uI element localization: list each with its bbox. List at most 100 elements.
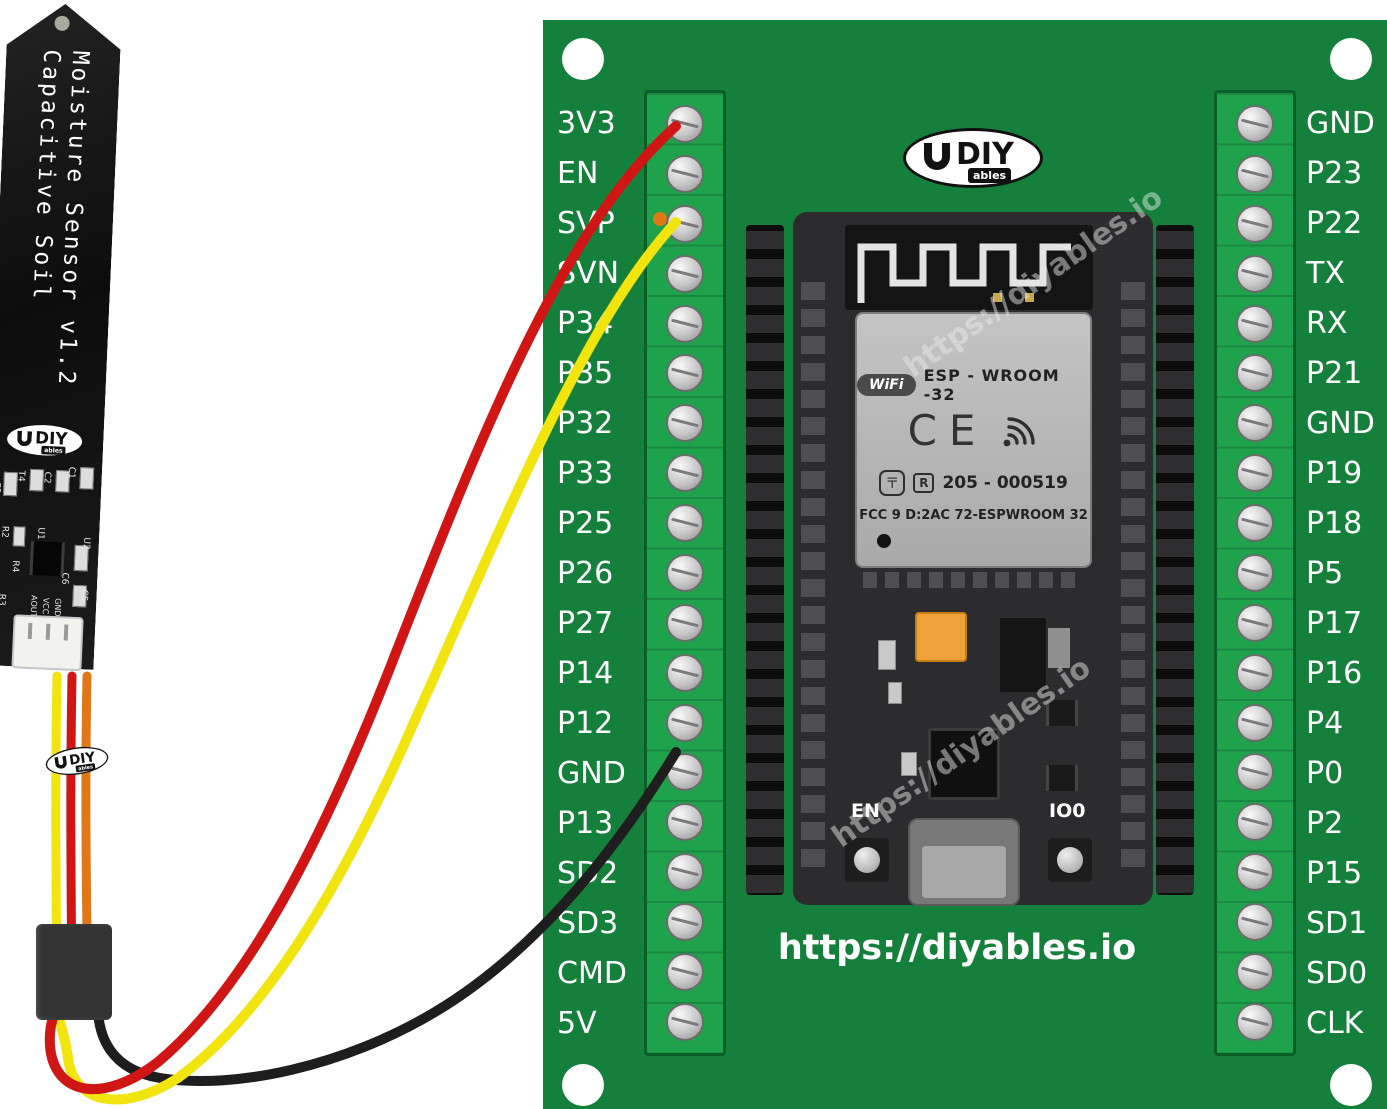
pin-label: CMD bbox=[557, 956, 627, 991]
pin-label: P32 bbox=[557, 406, 614, 441]
terminal-screw bbox=[666, 1002, 704, 1041]
terminal-screw bbox=[1236, 304, 1274, 343]
ce-row: CE bbox=[857, 406, 1090, 455]
pin-label: GND bbox=[1306, 106, 1375, 141]
terminal-screw bbox=[666, 903, 704, 941]
silkscreen-label: U2 bbox=[80, 537, 92, 550]
terminal-screw bbox=[666, 304, 704, 343]
terminal-screw bbox=[666, 853, 704, 892]
terminal-screw bbox=[666, 603, 704, 642]
cable-diyables-logo: DIY ables bbox=[44, 743, 111, 779]
esp32-dev-board: WiFi ESP - WROOM -32 CE 〒 R 205 - 000519 bbox=[793, 212, 1153, 906]
junction-sleeve bbox=[36, 924, 112, 1020]
r-badge: R bbox=[913, 473, 935, 493]
cert-row: 〒 R 205 - 000519 bbox=[857, 470, 1090, 496]
logo-subtext: ables bbox=[75, 763, 96, 773]
terminal-strip-left bbox=[644, 90, 726, 1056]
terminal-screws-right bbox=[1217, 93, 1293, 1053]
connector-pin bbox=[63, 624, 69, 641]
terminal-screw bbox=[666, 254, 704, 293]
io0-button bbox=[1048, 838, 1092, 882]
terminal-screw bbox=[666, 753, 704, 792]
pin-label: SVP bbox=[557, 206, 615, 241]
pin-label: P34 bbox=[557, 306, 614, 341]
terminal-screw bbox=[666, 653, 704, 692]
pin-label: P22 bbox=[1306, 206, 1363, 241]
pin-label: P13 bbox=[557, 806, 614, 841]
esp32-metal-shield: WiFi ESP - WROOM -32 CE 〒 R 205 - 000519 bbox=[855, 312, 1092, 568]
terminal-screw bbox=[1236, 354, 1274, 393]
pin1-dot bbox=[877, 534, 891, 548]
terminal-screw bbox=[666, 154, 704, 193]
pin-label: 5V bbox=[557, 1006, 597, 1041]
terminal-screw bbox=[1236, 1002, 1274, 1041]
terminal-screw bbox=[1236, 952, 1274, 991]
antenna-trace-icon bbox=[857, 243, 1071, 303]
connector-pin bbox=[27, 622, 33, 640]
terminal-screw bbox=[1236, 903, 1274, 941]
wifi-arcs-icon bbox=[1004, 416, 1036, 446]
logo-oval: DIY ables bbox=[4, 421, 85, 459]
terminal-screw bbox=[1236, 204, 1274, 243]
terminal-screws-left bbox=[647, 93, 723, 1053]
pin-label: SVN bbox=[557, 256, 620, 291]
terminal-screw bbox=[1236, 154, 1274, 193]
pin-label: P17 bbox=[1306, 606, 1363, 641]
sensor-diyables-logo: DIY ables bbox=[4, 421, 85, 459]
en-button bbox=[845, 838, 889, 882]
logo-oval: DIY ables bbox=[903, 128, 1043, 188]
diyables-logo: DIY ables bbox=[903, 128, 1043, 188]
pin-label: P35 bbox=[557, 356, 614, 391]
diyables-url: https://diyables.io bbox=[777, 928, 1137, 968]
smd-component bbox=[12, 526, 26, 547]
pin-label: P19 bbox=[1306, 456, 1363, 491]
regulator-chip bbox=[1046, 700, 1078, 726]
pin-label: EN bbox=[557, 156, 599, 191]
terminal-screw bbox=[666, 105, 704, 143]
jst-connector bbox=[11, 614, 84, 672]
capacitor bbox=[901, 752, 917, 776]
mounting-hole bbox=[1330, 1064, 1372, 1106]
pin-label: P2 bbox=[1306, 806, 1344, 841]
transistor-chip bbox=[1046, 765, 1078, 791]
silkscreen-label: R4 bbox=[9, 560, 21, 573]
silkscreen-label: R3 bbox=[0, 593, 7, 606]
capacitor bbox=[888, 682, 902, 704]
inductor bbox=[915, 612, 967, 662]
pin-label: P26 bbox=[557, 556, 614, 591]
terminal-screw bbox=[666, 204, 704, 243]
wifi-logo: WiFi bbox=[857, 374, 916, 396]
micro-usb-connector bbox=[908, 818, 1020, 906]
en-button-label: EN bbox=[851, 800, 880, 822]
logo-subtext: ables bbox=[41, 445, 66, 456]
terminal-screw bbox=[1236, 703, 1274, 742]
silkscreen-label: U1 bbox=[35, 527, 46, 540]
fcc-id: FCC 9 D:2AC 72-ESPWROOM 32 bbox=[859, 508, 1088, 523]
terminal-screw bbox=[1236, 254, 1274, 293]
pin-label: RX bbox=[1306, 306, 1348, 341]
silkscreen-label: C2 bbox=[41, 471, 53, 484]
pin-label: P33 bbox=[557, 456, 614, 491]
terminal-strip-right bbox=[1214, 90, 1296, 1056]
pin-header-left bbox=[746, 225, 784, 895]
terminal-screw bbox=[1236, 553, 1274, 592]
connector-pin bbox=[45, 623, 51, 640]
terminal-screw bbox=[666, 952, 704, 991]
pin-label: 3V3 bbox=[557, 106, 616, 141]
pin-label: P21 bbox=[1306, 356, 1363, 391]
pin-label: P27 bbox=[557, 606, 614, 641]
pin-label: P4 bbox=[1306, 706, 1344, 741]
terminal-screw bbox=[666, 803, 704, 842]
pin-label: CLK bbox=[1306, 1006, 1364, 1041]
terminal-screw bbox=[1236, 105, 1274, 143]
silkscreen-label: GND bbox=[52, 598, 63, 617]
module-name-row: WiFi ESP - WROOM -32 bbox=[857, 366, 1090, 404]
terminal-screw bbox=[1236, 454, 1274, 493]
pad-column-right bbox=[1121, 282, 1145, 867]
diyables-mark-icon bbox=[16, 430, 33, 447]
terminal-screw bbox=[1236, 853, 1274, 892]
